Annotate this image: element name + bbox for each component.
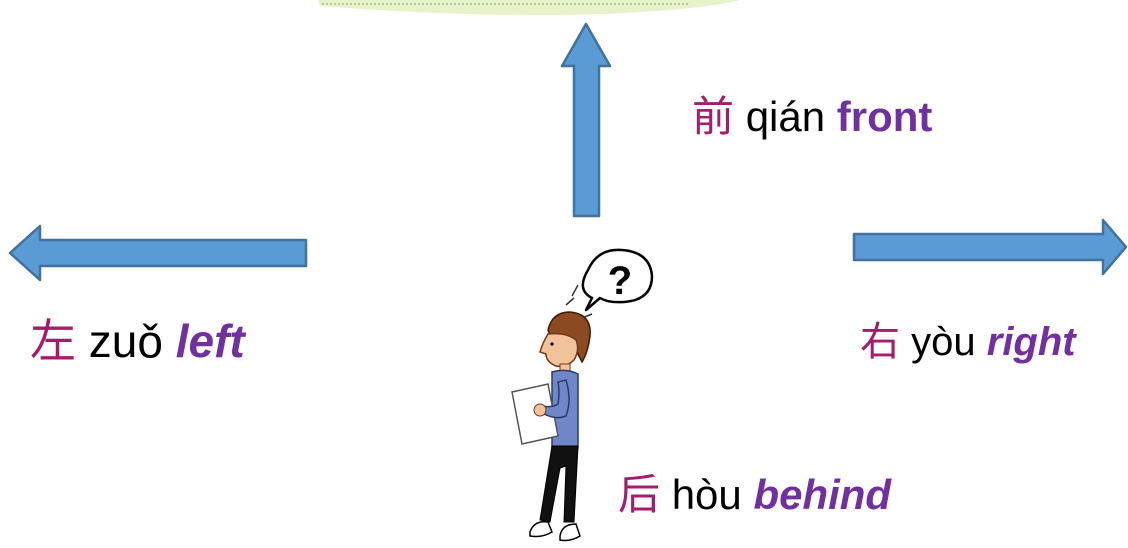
english-behind: behind (753, 471, 892, 518)
english-front: front (836, 93, 933, 140)
direction-label-behind: 后 hòu behind (618, 474, 891, 516)
top-banner (318, 0, 740, 15)
direction-label-left: 左 zuǒ left (30, 318, 245, 364)
english-left: left (175, 315, 245, 367)
pinyin-front: qián (745, 93, 826, 140)
pinyin-right: yòu (911, 320, 976, 364)
arrow-up-icon (560, 22, 612, 218)
question-mark-icon: ? (608, 259, 632, 303)
hanzi-right: 右 (860, 319, 900, 365)
arrow-left-icon (8, 224, 308, 282)
direction-label-front: 前 qián front (692, 96, 932, 138)
arrow-right-icon (852, 218, 1128, 276)
pinyin-left: zuǒ (88, 315, 163, 367)
hanzi-left: 左 (30, 314, 76, 368)
confused-boy-illustration: ? (511, 248, 654, 542)
hanzi-front: 前 (692, 92, 735, 141)
speech-bubble: ? (581, 248, 654, 312)
english-right: right (986, 320, 1076, 364)
hanzi-behind: 后 (618, 470, 661, 519)
direction-label-right: 右 yòu right (860, 322, 1076, 362)
pinyin-behind: hòu (671, 471, 742, 518)
